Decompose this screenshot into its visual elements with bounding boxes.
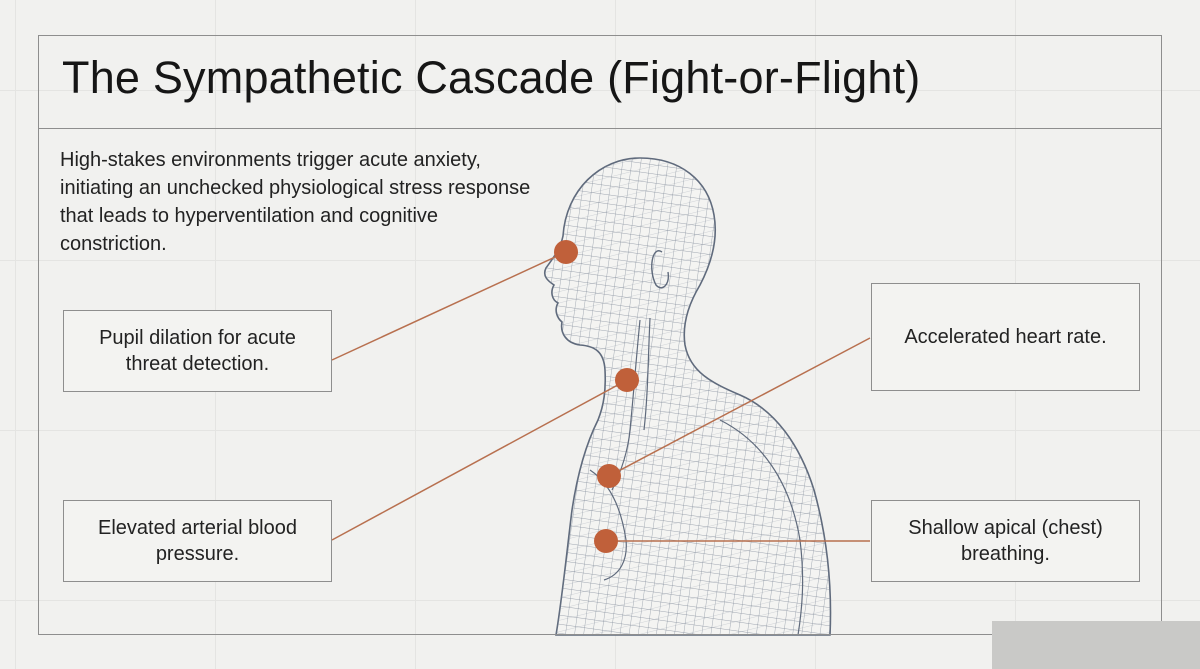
content-frame (38, 35, 1162, 635)
marker-chest (594, 529, 618, 553)
human-wireframe-silhouette (543, 157, 832, 636)
marker-neck (615, 368, 639, 392)
callout-heart-rate-label: Accelerated heart rate. (904, 326, 1107, 348)
callout-blood-pressure-label: Elevated arterial blood pressure. (97, 517, 297, 565)
callout-heart-rate: Accelerated heart rate. (871, 283, 1140, 391)
leader-line-blood-pressure (331, 379, 628, 541)
callout-breathing: Shallow apical (chest) breathing. (871, 500, 1140, 582)
callout-blood-pressure: Elevated arterial blood pressure. (63, 500, 332, 582)
title-bar (38, 35, 1162, 129)
corner-overlay-bar (992, 621, 1200, 669)
callout-breathing-label: Shallow apical (chest) breathing. (908, 517, 1103, 565)
marker-eye (554, 240, 578, 264)
page-title: The Sympathetic Cascade (Fight-or-Flight… (62, 52, 921, 103)
marker-heart (597, 464, 621, 488)
leader-line-heart-rate (608, 337, 871, 477)
intro-text: High-stakes environments trigger acute a… (60, 149, 531, 255)
callout-pupil-dilation: Pupil dilation for acute threat detectio… (63, 310, 332, 392)
leader-line-pupil (331, 251, 567, 361)
callout-pupil-label: Pupil dilation for acute threat detectio… (99, 327, 296, 375)
